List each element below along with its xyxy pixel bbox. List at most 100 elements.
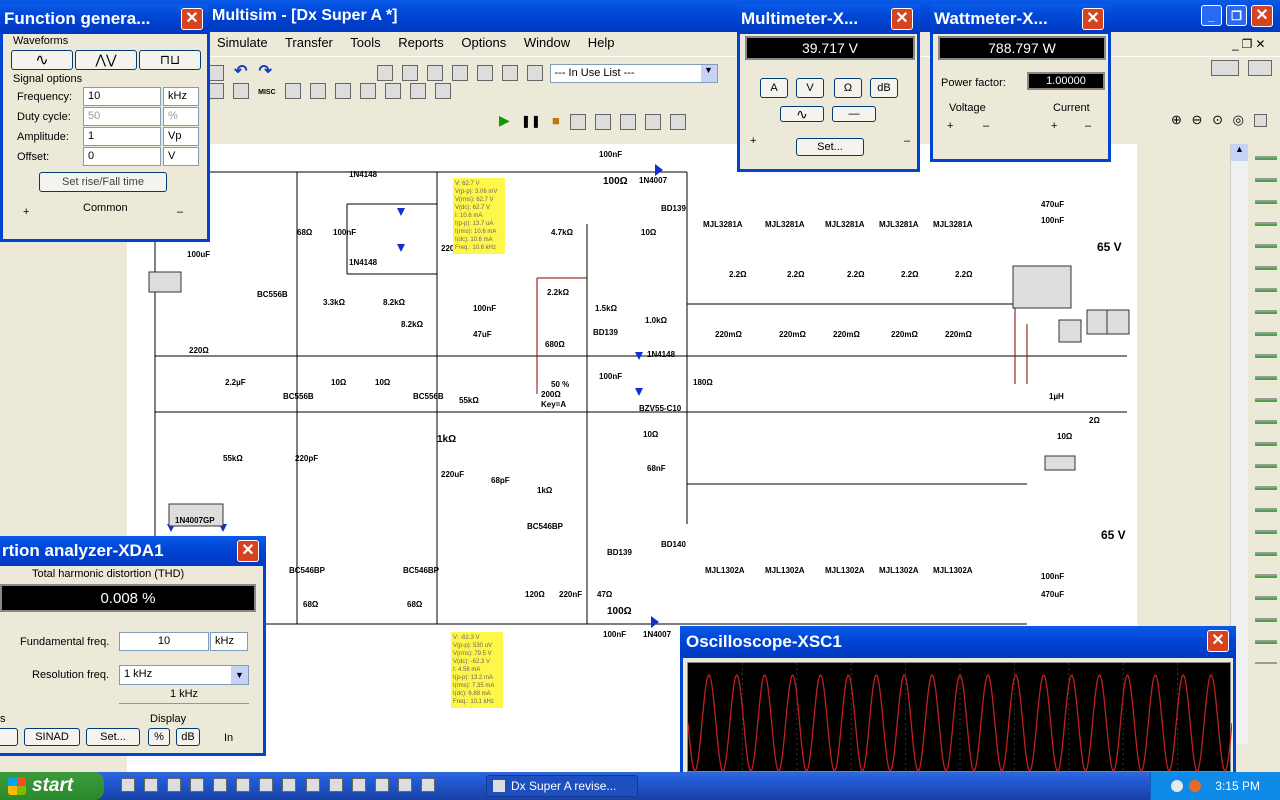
main-close-button[interactable]: ✕ [1251,5,1273,27]
redo-icon[interactable]: ↷ [258,63,272,80]
component-label[interactable]: 55kΩ [459,396,479,405]
component-label[interactable]: 1N4148 [349,258,378,267]
layout-icon[interactable] [1211,60,1239,76]
component-label[interactable]: 8.2kΩ [401,320,423,329]
component-label[interactable]: 470uF [1041,590,1065,599]
ac-mode-button[interactable]: ∿ [780,106,824,122]
component-label[interactable]: 2.2Ω [847,270,865,279]
component-label[interactable]: 47uF [473,330,492,339]
component-label[interactable]: 220nF [559,590,583,599]
dc-mode-button[interactable]: — [832,106,876,122]
quicklaunch-app-icon[interactable] [351,778,366,792]
minimize-button[interactable]: _ [1201,5,1222,26]
quicklaunch-app-icon[interactable] [397,778,412,792]
quicklaunch-app-icon[interactable] [420,778,435,792]
supply-bottom-label[interactable]: 65 V [1101,528,1126,542]
fundamental-freq-unit[interactable]: kHz [210,632,248,651]
component-label[interactable]: 1kΩ [537,486,553,495]
component-label[interactable]: 2.2µF [225,378,246,387]
mdi-restore-buttons[interactable]: _❐✕ [1232,37,1269,51]
step-icon[interactable] [569,114,586,131]
thd-mode-button[interactable] [0,728,18,746]
zoom-in-icon[interactable]: ⊕ [1171,112,1182,127]
menu-options[interactable]: Options [461,35,507,50]
component-label[interactable]: 180Ω [693,378,713,387]
component-label[interactable]: MJL1302A [933,566,973,575]
component-label[interactable]: MJL3281A [933,220,973,229]
amplitude-input[interactable]: 1 [83,127,161,146]
grapher-icon-2[interactable] [645,114,662,131]
component-basic-icon[interactable] [233,83,250,99]
fundamental-freq-input[interactable]: 10 [119,632,209,651]
component-label[interactable]: 10Ω [1057,432,1073,441]
component-label[interactable]: Key=A [541,400,567,409]
db-display-button[interactable]: dB [176,728,200,746]
quicklaunch-app-icon[interactable] [236,778,251,792]
multimeter-mode-amps[interactable]: A [760,78,788,98]
taskbar-task-multisim[interactable]: Dx Super A revise... [486,775,638,797]
show-desktop-icon[interactable] [121,778,135,792]
distortion-analyzer-close-button[interactable]: ✕ [237,540,259,562]
menu-help[interactable]: Help [587,35,615,50]
frequency-unit[interactable]: kHz [163,87,199,106]
component-label[interactable]: 47Ω [597,590,613,599]
database-icon[interactable] [477,65,494,82]
probe-top[interactable]: V: 62.7 V V(p-p): 3.06 mV V(rms): 62.7 V… [453,178,505,254]
set-rise-fall-button[interactable]: Set rise/Fall time [39,172,167,192]
component-label[interactable]: BC546BP [289,566,326,575]
function-generator-title-bar[interactable]: Function genera... [0,4,208,34]
component-label[interactable]: 220mΩ [715,330,742,339]
offset-unit[interactable]: V [163,147,199,166]
in-use-list[interactable]: --- In Use List --- ▼ [549,63,718,83]
component-label[interactable]: 10Ω [375,378,391,387]
component-label[interactable]: 50 % [551,380,570,389]
browser-icon[interactable] [167,778,182,792]
component-label[interactable]: 1N4148 [647,350,676,359]
component-label[interactable]: 10Ω [641,228,657,237]
probe-icon[interactable] [595,114,611,131]
oscilloscope-close-button[interactable]: ✕ [1207,630,1229,652]
grid-icon[interactable] [377,65,394,82]
component-label[interactable]: MJL3281A [879,220,919,229]
explorer-icon[interactable] [144,778,159,792]
component-indicator-icon[interactable] [284,83,301,99]
quicklaunch-app-icon[interactable] [374,778,389,792]
component-label[interactable]: 220 [441,244,455,253]
vertical-scrollbar[interactable]: ▲ [1230,144,1248,744]
offset-input[interactable]: 0 [83,147,161,166]
component-label[interactable]: MJL3281A [765,220,805,229]
run-icon[interactable]: ▶ [499,112,510,128]
component-label[interactable]: 220mΩ [833,330,860,339]
multimeter-title-bar[interactable]: Multimeter-X... [737,4,920,34]
chevron-down-icon[interactable]: ▼ [700,64,717,82]
component-label[interactable]: 100nF [603,630,627,639]
quicklaunch-app-icon[interactable] [328,778,343,792]
component-label[interactable]: 100Ω [603,176,628,187]
component-label[interactable]: 100Ω [607,606,632,617]
component-label[interactable]: 1.0kΩ [645,316,667,325]
quicklaunch-app-icon[interactable] [190,778,205,792]
fullscreen-icon[interactable] [1253,114,1267,128]
component-label[interactable]: 1N4007 [643,630,672,639]
component-label[interactable]: BC556B [283,392,314,401]
bus-icon[interactable] [435,83,452,99]
quicklaunch-app-icon[interactable] [259,778,274,792]
component-label[interactable]: 100nF [599,372,623,381]
component-label[interactable]: MJL1302A [705,566,745,575]
component-label[interactable]: 220mΩ [891,330,918,339]
component-label[interactable]: MJL3281A [703,220,743,229]
component-label[interactable]: 680Ω [545,340,565,349]
component-label[interactable]: 100nF [1041,572,1065,581]
component-label[interactable]: 10Ω [643,430,659,439]
triangle-wave-button[interactable]: ⋀⋁ [75,50,137,70]
spreadsheet-icon[interactable] [402,65,419,82]
component-label[interactable]: 1N4007GP [175,516,215,525]
component-label[interactable]: 220mΩ [945,330,972,339]
component-label[interactable]: MJL1302A [825,566,865,575]
chevron-down-icon[interactable]: ▼ [231,666,248,684]
component-label[interactable]: 220uF [441,470,465,479]
square-wave-button[interactable]: ⊓⊔ [139,50,201,70]
component-label[interactable]: 1µH [1049,392,1064,401]
hand-icon[interactable] [670,114,687,131]
component-label[interactable]: 1N4148 [349,170,378,179]
